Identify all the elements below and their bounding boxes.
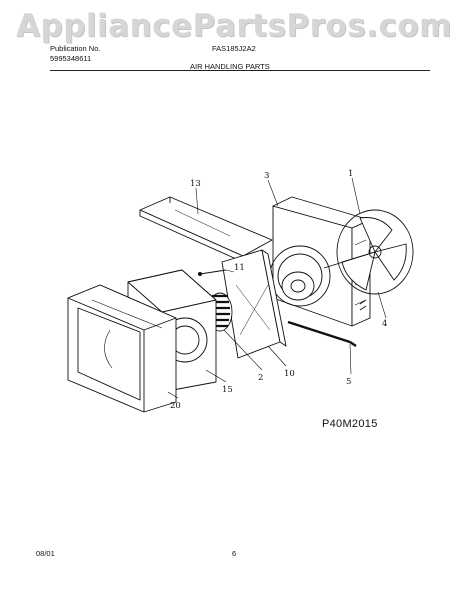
page-number: 6 [232,549,237,558]
callout-5: 5 [346,377,351,387]
part-motor [281,271,315,301]
part-13-top-panel [139,196,273,263]
part-10-bracket [221,249,287,359]
callout-1: 1 [348,169,353,179]
publication-label: Publication No. [50,44,101,53]
publication-number: 5995348611 [50,54,92,63]
callout-15: 15 [222,385,233,395]
diagram-code: P40M2015 [322,418,378,430]
part-11-screw [197,269,227,277]
callout-10: 10 [284,369,295,379]
header-rule [50,70,430,71]
callout-11: 11 [234,263,245,273]
part-1-fan-blade [323,209,414,295]
part-5-rod [287,320,357,347]
part-20-grille [67,284,177,413]
callout-13: 13 [190,179,201,189]
callout-3: 3 [264,171,269,181]
callout-4: 4 [382,319,387,329]
part-4-small-part [359,299,367,311]
footer-date: 08/01 [36,549,55,558]
model-number: FAS185J2A2 [212,44,256,53]
callout-2: 2 [258,373,263,383]
section-title: AIR HANDLING PARTS [190,62,270,71]
callout-20: 20 [170,401,181,411]
site-watermark: AppliancePartsPros.com [16,8,452,44]
